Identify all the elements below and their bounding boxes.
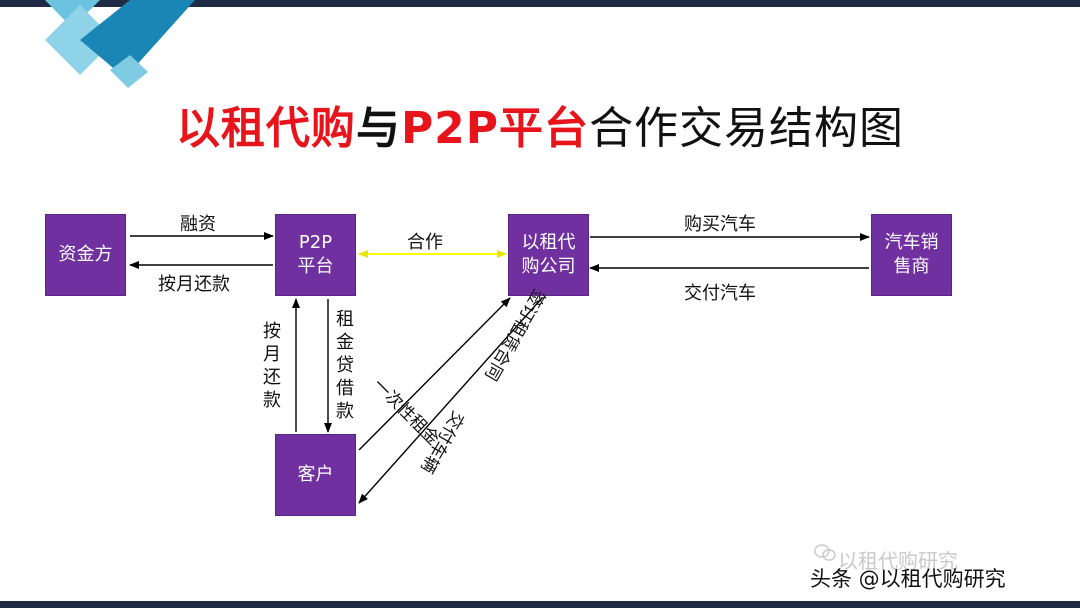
title-part-3: P2P平台: [400, 103, 590, 154]
node-customer: 客户: [275, 434, 356, 516]
wechat-icon: [814, 544, 836, 561]
edge-one-time-rent: [358, 297, 511, 451]
label-monthly-repay: 按月还款: [158, 274, 230, 295]
title-part-4: 合作交易结构图: [589, 103, 905, 154]
node-fund-provider: 资金方: [45, 214, 126, 296]
label-deliver-car: 交付汽车: [684, 283, 756, 304]
edge-sign-lease: [358, 297, 543, 504]
label-rent-loan: 租金贷借款: [336, 309, 354, 422]
label-customer-repay: 按月还款: [263, 321, 281, 411]
title-part-2: 与: [355, 103, 401, 154]
corner-decoration: [45, 0, 195, 88]
label-cooperate: 合作: [407, 232, 443, 253]
top-bar: [0, 0, 1080, 7]
label-buy-car: 购买汽车: [684, 214, 756, 235]
title-part-1: 以租代购: [175, 103, 356, 154]
watermark-main: 头条 @以租代购研究: [810, 567, 1006, 591]
node-car-dealer: 汽车销 售商: [871, 214, 952, 296]
label-financing: 融资: [180, 214, 216, 235]
node-lease-company: 以租代 购公司: [508, 214, 589, 296]
page-title: 以租代购与P2P平台合作交易结构图: [0, 92, 1080, 156]
watermark-faint: 以租代购研究: [838, 549, 958, 573]
node-p2p-platform: P2P 平台: [275, 214, 356, 296]
bottom-bar: [0, 601, 1080, 608]
